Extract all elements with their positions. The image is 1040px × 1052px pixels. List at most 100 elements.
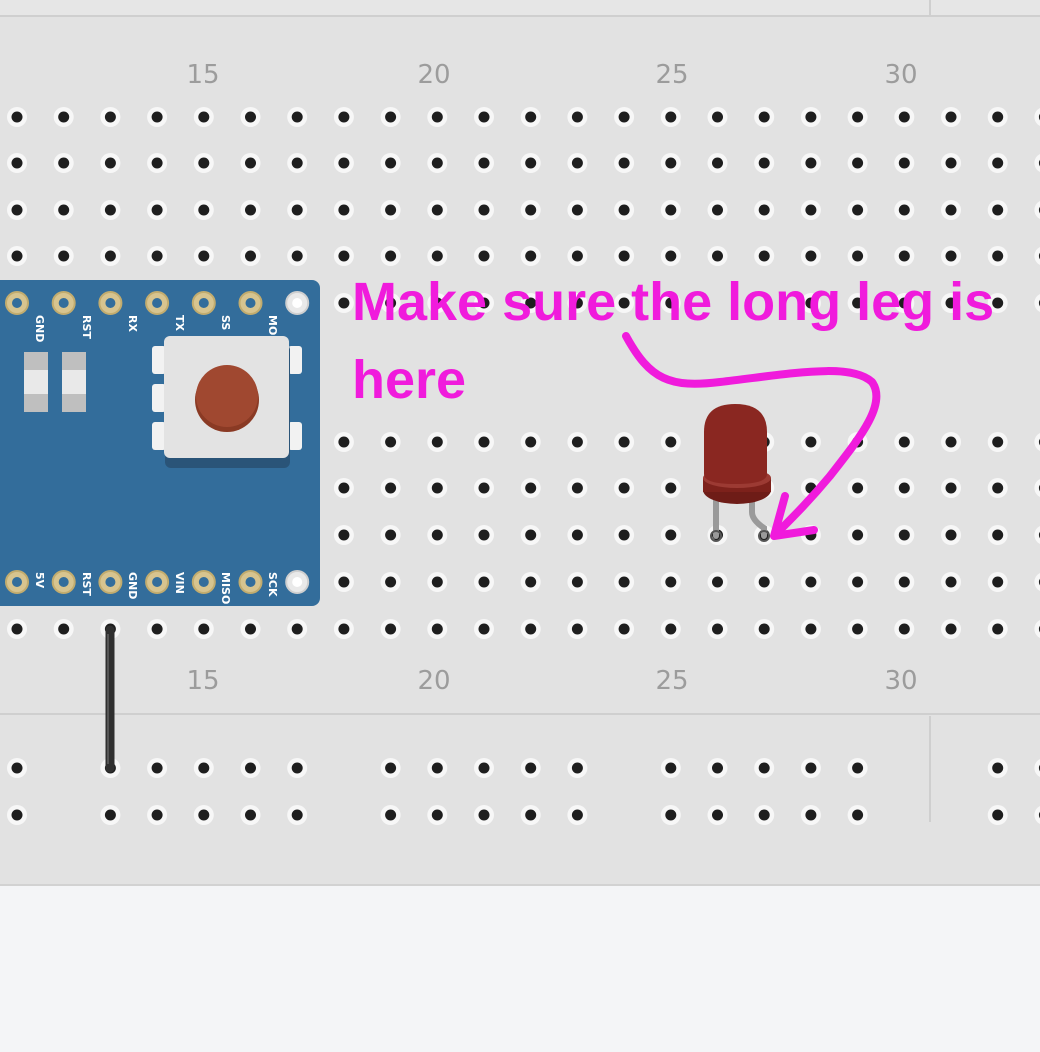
- breadboard-hole[interactable]: [614, 478, 635, 498]
- breadboard-hole[interactable]: [567, 107, 588, 127]
- breadboard-hole[interactable]: [987, 293, 1008, 313]
- breadboard-hole[interactable]: [847, 572, 868, 592]
- breadboard-hole[interactable]: [7, 153, 27, 173]
- breadboard-hole[interactable]: [847, 246, 868, 266]
- breadboard-hole[interactable]: [941, 246, 961, 266]
- breadboard-hole[interactable]: [987, 153, 1008, 173]
- breadboard-hole[interactable]: [754, 200, 775, 220]
- breadboard-hole[interactable]: [333, 525, 354, 545]
- breadboard-hole[interactable]: [567, 153, 588, 173]
- breadboard-hole[interactable]: [660, 432, 681, 452]
- breadboard-hole[interactable]: [520, 293, 541, 313]
- breadboard-hole[interactable]: [847, 805, 868, 825]
- breadboard-hole[interactable]: [614, 619, 635, 639]
- breadboard-hole[interactable]: [707, 107, 728, 127]
- breadboard-hole[interactable]: [707, 758, 728, 778]
- breadboard-hole[interactable]: [614, 153, 635, 173]
- breadboard-hole[interactable]: [894, 525, 915, 545]
- breadboard-hole[interactable]: [800, 805, 821, 825]
- breadboard-hole[interactable]: [567, 758, 588, 778]
- breadboard-hole[interactable]: [380, 200, 401, 220]
- breadboard-hole[interactable]: [427, 246, 448, 266]
- breadboard-hole[interactable]: [147, 619, 168, 639]
- breadboard-hole[interactable]: [240, 805, 261, 825]
- breadboard-hole[interactable]: [333, 153, 354, 173]
- breadboard-hole[interactable]: [287, 107, 308, 127]
- breadboard-hole[interactable]: [754, 805, 775, 825]
- breadboard-hole[interactable]: [660, 758, 681, 778]
- breadboard-hole[interactable]: [193, 246, 214, 266]
- breadboard-hole[interactable]: [287, 153, 308, 173]
- breadboard-hole[interactable]: [287, 246, 308, 266]
- breadboard-hole[interactable]: [707, 805, 728, 825]
- breadboard-hole[interactable]: [567, 478, 588, 498]
- breadboard-hole[interactable]: [987, 478, 1008, 498]
- breadboard-hole[interactable]: [894, 432, 915, 452]
- breadboard-hole[interactable]: [240, 107, 261, 127]
- breadboard-hole[interactable]: [380, 432, 401, 452]
- breadboard-hole[interactable]: [193, 200, 214, 220]
- breadboard-hole[interactable]: [7, 200, 27, 220]
- breadboard-hole[interactable]: [987, 432, 1008, 452]
- breadboard-hole[interactable]: [333, 293, 354, 313]
- breadboard-hole[interactable]: [567, 246, 588, 266]
- breadboard-hole[interactable]: [53, 107, 74, 127]
- breadboard-hole[interactable]: [987, 758, 1008, 778]
- breadboard-hole[interactable]: [193, 805, 214, 825]
- breadboard-hole[interactable]: [800, 107, 821, 127]
- breadboard-hole[interactable]: [7, 805, 27, 825]
- breadboard-hole[interactable]: [754, 153, 775, 173]
- breadboard-hole[interactable]: [800, 153, 821, 173]
- breadboard-hole[interactable]: [847, 525, 868, 545]
- breadboard-hole[interactable]: [427, 200, 448, 220]
- breadboard-hole[interactable]: [660, 572, 681, 592]
- breadboard-hole[interactable]: [707, 619, 728, 639]
- breadboard-hole[interactable]: [193, 619, 214, 639]
- jumper-wire[interactable]: [105, 625, 115, 773]
- breadboard-hole[interactable]: [894, 293, 915, 313]
- breadboard-hole[interactable]: [520, 758, 541, 778]
- breadboard-hole[interactable]: [894, 572, 915, 592]
- breadboard-hole[interactable]: [847, 758, 868, 778]
- breadboard-hole[interactable]: [147, 758, 168, 778]
- breadboard-hole[interactable]: [427, 432, 448, 452]
- breadboard-hole[interactable]: [847, 478, 868, 498]
- breadboard-hole[interactable]: [614, 200, 635, 220]
- push-button[interactable]: [152, 336, 302, 468]
- breadboard-hole[interactable]: [53, 619, 74, 639]
- breadboard-hole[interactable]: [474, 107, 494, 127]
- breadboard-hole[interactable]: [474, 246, 494, 266]
- breadboard-hole[interactable]: [567, 805, 588, 825]
- breadboard-hole[interactable]: [567, 619, 588, 639]
- breadboard-hole[interactable]: [941, 432, 961, 452]
- breadboard-hole[interactable]: [100, 107, 121, 127]
- breadboard-hole[interactable]: [427, 153, 448, 173]
- breadboard-hole[interactable]: [520, 107, 541, 127]
- breadboard-hole[interactable]: [894, 153, 915, 173]
- breadboard-hole[interactable]: [333, 107, 354, 127]
- breadboard-hole[interactable]: [660, 107, 681, 127]
- breadboard-hole[interactable]: [333, 619, 354, 639]
- breadboard-hole[interactable]: [520, 619, 541, 639]
- breadboard-hole[interactable]: [380, 758, 401, 778]
- breadboard-hole[interactable]: [614, 107, 635, 127]
- breadboard-hole[interactable]: [427, 572, 448, 592]
- breadboard-hole[interactable]: [287, 200, 308, 220]
- breadboard-hole[interactable]: [474, 478, 494, 498]
- breadboard-hole[interactable]: [7, 107, 27, 127]
- breadboard-hole[interactable]: [847, 153, 868, 173]
- breadboard-hole[interactable]: [567, 432, 588, 452]
- breadboard-hole[interactable]: [240, 619, 261, 639]
- breadboard-hole[interactable]: [333, 432, 354, 452]
- breadboard-hole[interactable]: [941, 153, 961, 173]
- breadboard-hole[interactable]: [193, 107, 214, 127]
- breadboard-hole[interactable]: [427, 758, 448, 778]
- breadboard-hole[interactable]: [240, 153, 261, 173]
- breadboard-hole[interactable]: [474, 619, 494, 639]
- breadboard-hole[interactable]: [707, 200, 728, 220]
- breadboard-hole[interactable]: [660, 805, 681, 825]
- breadboard-hole[interactable]: [427, 107, 448, 127]
- breadboard-hole[interactable]: [660, 200, 681, 220]
- breadboard-hole[interactable]: [614, 246, 635, 266]
- breadboard-hole[interactable]: [240, 758, 261, 778]
